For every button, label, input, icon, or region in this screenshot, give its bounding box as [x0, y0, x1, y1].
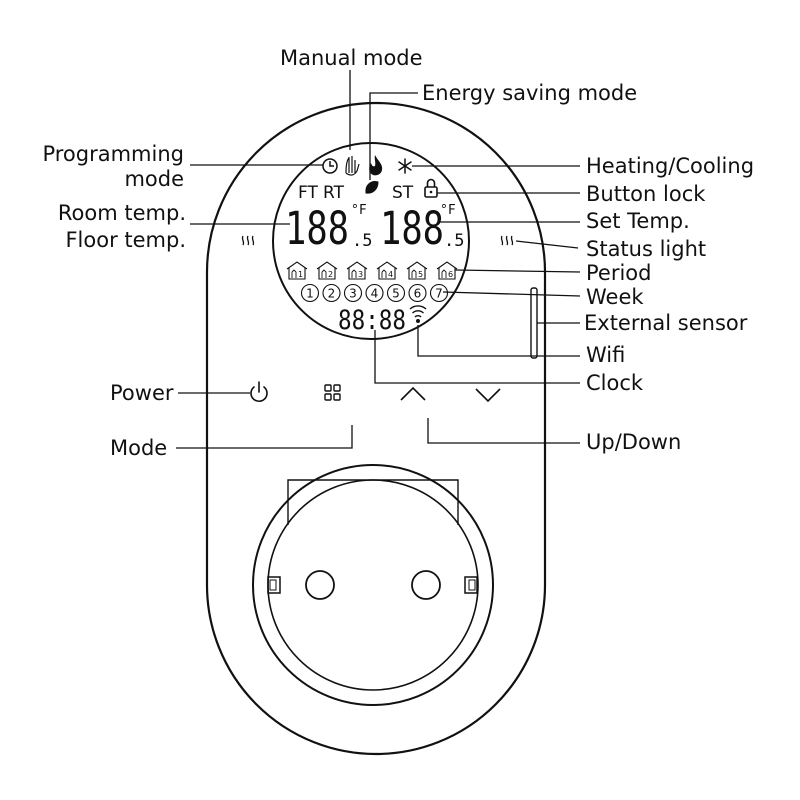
weekday-number: 7 [435, 287, 443, 301]
weekday-4: 4 [365, 283, 384, 303]
weekday-3: 3 [343, 283, 363, 303]
weekday-number: 3 [349, 287, 357, 301]
label-week: Week [586, 285, 644, 309]
label-heating-cooling: Heating/Cooling [586, 154, 755, 178]
period-icon-6: 6 [436, 261, 458, 280]
weekday-number: 1 [306, 287, 314, 301]
label-period: Period [586, 261, 652, 285]
label-manual-mode: Manual mode [280, 46, 423, 70]
label-clock: Clock [586, 371, 644, 395]
status-light-right-icon [500, 235, 514, 246]
label-set-temp: Set Temp. [586, 209, 690, 233]
hand-icon [345, 156, 360, 176]
weekday-6: 6 [408, 283, 427, 303]
socket-ground-right-inner [468, 579, 476, 591]
weekday-number: 2 [328, 287, 336, 301]
label-power: Power [110, 381, 174, 405]
period-icon-1: 1 [286, 261, 308, 280]
label-floor-temp: Floor temp. [65, 228, 186, 252]
leader-energy-saving [369, 92, 418, 180]
room-temp-unit: °F [351, 203, 367, 218]
flame-icon [369, 155, 383, 176]
leader-clock [374, 330, 580, 384]
leader-period [454, 269, 581, 273]
snowflake-icon [398, 158, 412, 174]
ft-indicator: FT [298, 183, 318, 203]
set-temp-digits: 188 [380, 202, 444, 255]
label-up-down: Up/Down [586, 430, 682, 454]
period-icons: 1 2 3 4 5 6 [286, 261, 458, 280]
room-temp-digits: 188 [285, 202, 349, 255]
period-number: 1 [298, 270, 303, 279]
period-number: 5 [418, 270, 423, 279]
up-arrow-icon [400, 386, 426, 401]
leader-status-light [515, 240, 579, 249]
down-arrow-icon [475, 388, 501, 403]
leader-wifi [417, 325, 580, 357]
weekday-7: 7 [429, 283, 449, 303]
label-programming-mode: Programming mode [42, 142, 184, 191]
weekday-number: 6 [414, 287, 422, 301]
room-temp-decimal: .5 [352, 231, 372, 251]
period-number: 4 [388, 270, 393, 279]
status-light-left-icon [241, 235, 255, 246]
weekday-number: 5 [392, 287, 400, 301]
leader-week [442, 291, 581, 297]
label-mode: Mode [110, 436, 168, 460]
weekday-1: 1 [300, 283, 320, 303]
label-room-temp: Room temp. [57, 201, 186, 225]
leader-up-down [427, 418, 580, 444]
socket-ground-left [267, 576, 281, 594]
label-status-light: Status light [586, 237, 707, 261]
socket-top-notch [287, 479, 459, 525]
leader-mode [176, 425, 353, 449]
set-temp-decimal: .5 [444, 231, 464, 251]
socket-hole-right [411, 570, 441, 600]
rt-indicator: RT [323, 183, 345, 203]
period-icon-2: 2 [316, 261, 338, 280]
period-number: 6 [448, 270, 453, 279]
wifi-icon [409, 305, 427, 324]
socket-ground-left-inner [269, 579, 277, 591]
label-energy-saving-mode: Energy saving mode [422, 81, 638, 105]
power-icon [250, 381, 268, 402]
period-number: 2 [328, 270, 333, 279]
clock-digits: 88:88 [338, 305, 406, 336]
label-external-sensor: External sensor [584, 311, 748, 335]
period-icon-4: 4 [376, 261, 398, 280]
set-temp-unit: °F [440, 203, 456, 218]
leader-lines [176, 70, 581, 449]
weekday-5: 5 [386, 283, 406, 303]
period-icon-5: 5 [406, 261, 428, 280]
clock-program-icon [322, 158, 338, 174]
period-icon-3: 3 [346, 261, 368, 280]
label-button-lock: Button lock [586, 182, 706, 206]
period-number: 3 [358, 270, 363, 279]
mode-icon [324, 384, 341, 401]
socket-ground-right [464, 576, 478, 594]
weekday-2: 2 [322, 283, 341, 303]
weekday-number: 4 [371, 287, 379, 301]
socket-outer [252, 464, 494, 706]
st-indicator: ST [392, 183, 414, 203]
socket-hole-left [305, 570, 335, 600]
label-wifi: Wifi [586, 343, 626, 367]
lock-icon [424, 178, 438, 198]
leaf-icon [365, 181, 379, 194]
lcd-display [272, 142, 470, 340]
